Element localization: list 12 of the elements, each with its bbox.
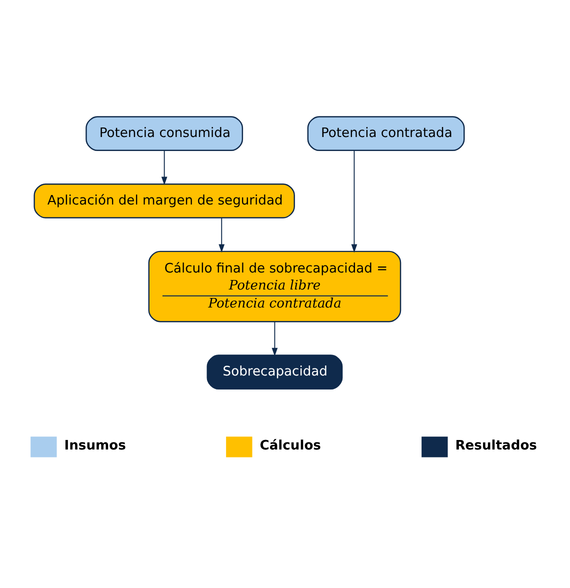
node-box: Sobrecapacidad — [206, 354, 343, 390]
legend-label: Cálculos — [260, 438, 321, 454]
node-box: Potencia consumida — [86, 116, 244, 152]
node-box: Cálculo final de sobrecapacidad = Potencia libre Potencia contratada — [148, 250, 402, 322]
arrow — [218, 217, 225, 253]
arrow — [272, 321, 278, 356]
node-box: Aplicación del margen de seguridad — [34, 183, 295, 218]
arrow — [351, 150, 358, 253]
arrow — [161, 150, 168, 186]
legend-label: Insumos — [64, 438, 126, 454]
legend-label: Resultados — [455, 438, 537, 454]
node-box: Potencia contratada — [307, 116, 465, 152]
